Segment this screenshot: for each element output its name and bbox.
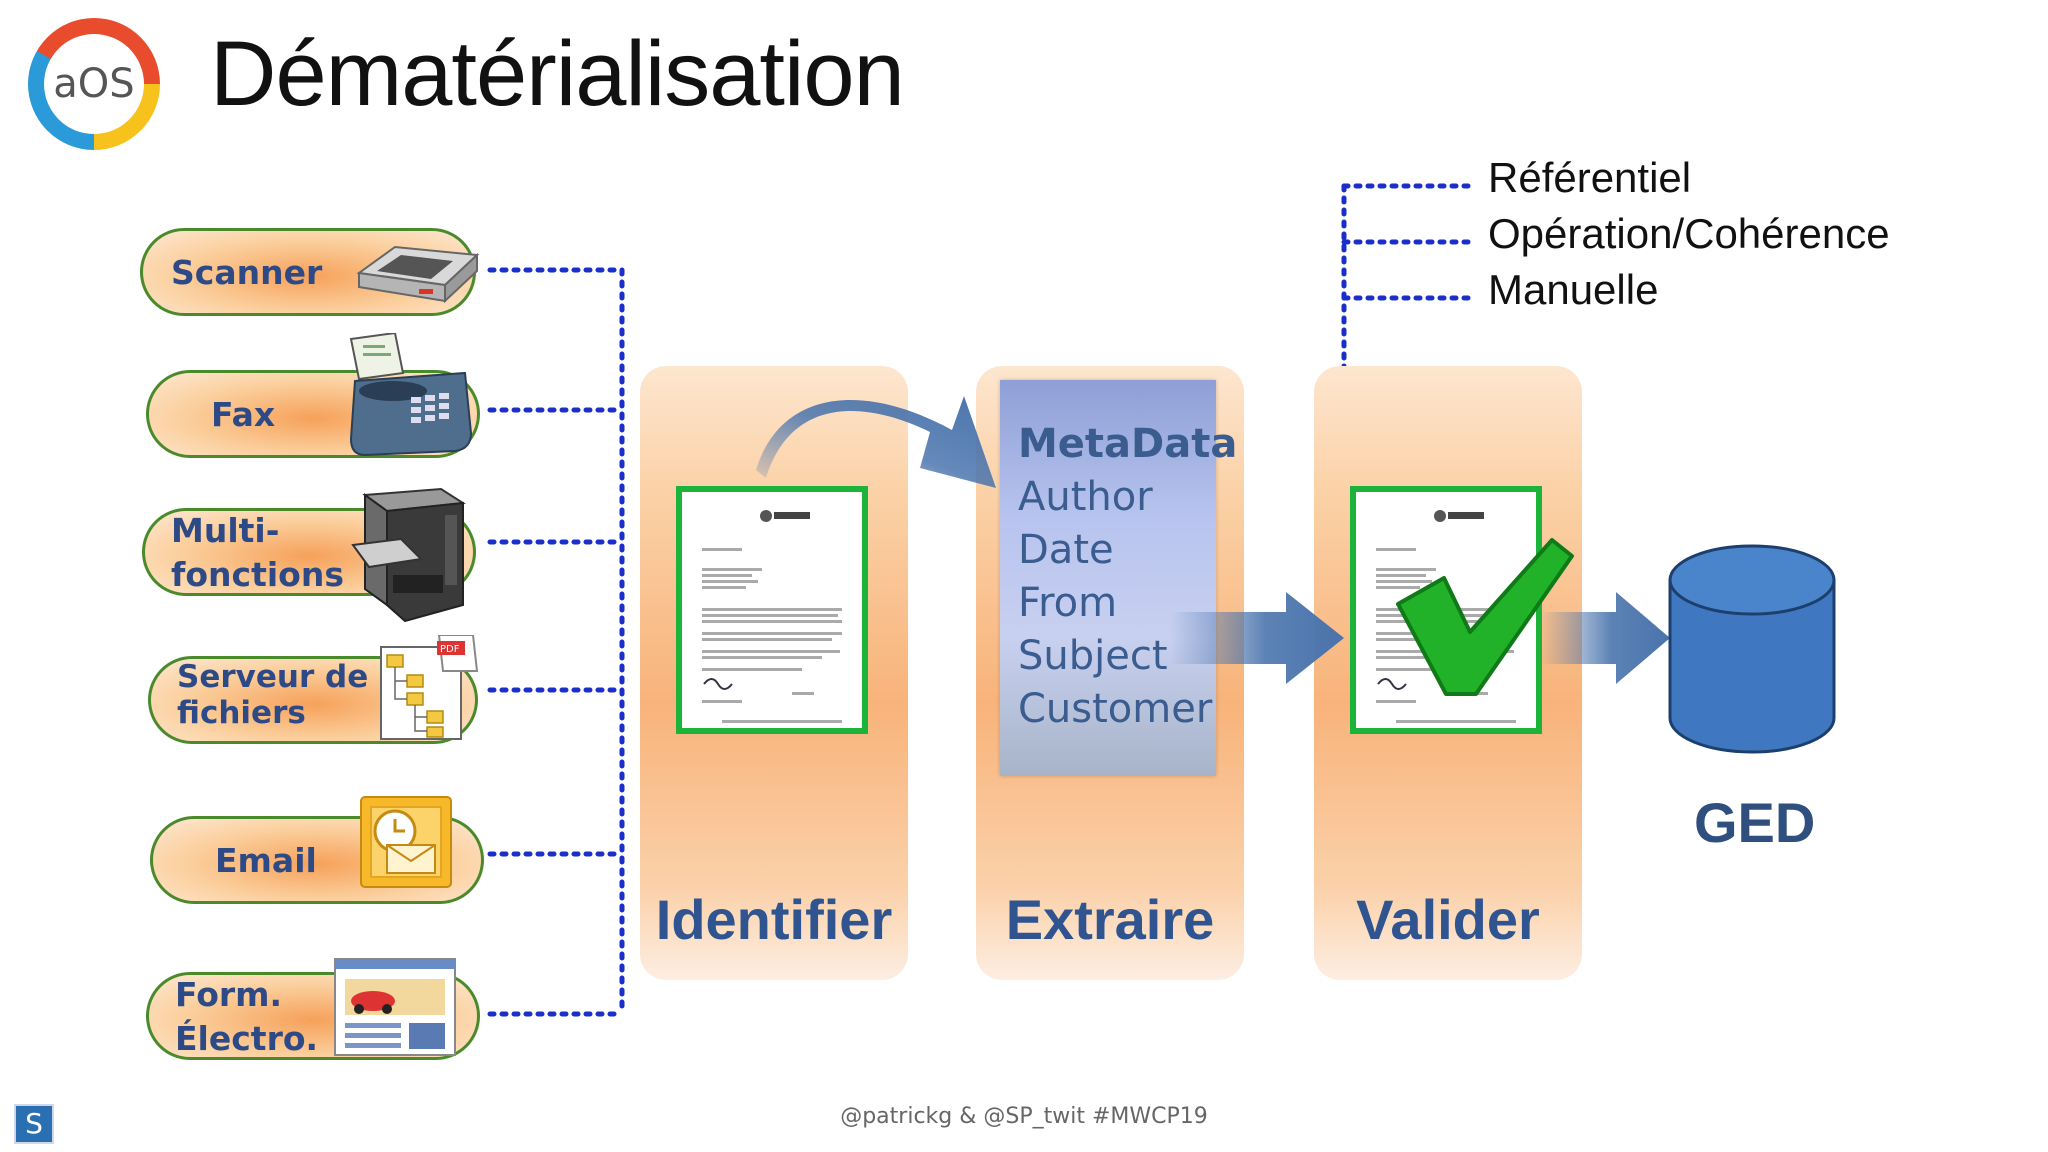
metadata-field: Subject: [1018, 633, 1168, 679]
source-label: Email: [215, 841, 317, 880]
validation-item: Manuelle: [1488, 266, 1659, 313]
validation-item: Opération/Cohérence: [1488, 210, 1890, 257]
stage-label: Identifier: [655, 888, 893, 951]
metadata-field: Author: [1018, 474, 1153, 520]
metadata-field: Customer: [1018, 686, 1213, 732]
database-icon: [1668, 544, 1836, 754]
arrow-to-ged: [1540, 592, 1670, 684]
curved-arrow: [756, 396, 996, 488]
source-label: Fax: [211, 395, 276, 434]
validation-item: Référentiel: [1488, 154, 1692, 201]
fax-icon: [349, 333, 473, 457]
metadata-field: From: [1018, 580, 1118, 626]
aos-logo: aOS: [28, 18, 160, 150]
source-form-electro: Form. Électro.: [146, 958, 480, 1060]
multifunction-printer-icon: [351, 487, 466, 623]
source-label: Scanner: [171, 253, 323, 292]
source-scanner: Scanner: [140, 228, 480, 316]
source-label: Serveur de fichiers: [177, 659, 369, 731]
presenter-s-icon: S: [14, 1104, 54, 1144]
email-icon: [360, 796, 452, 888]
page-title: Dématérialisation: [210, 23, 905, 125]
source-label: Multi- fonctions: [171, 511, 344, 594]
checkmark-icon: [1396, 538, 1574, 696]
ged-label: GED: [1694, 791, 1816, 854]
file-tree-icon: PDF: [380, 635, 479, 740]
pdf-badge-glyph: PDF: [440, 644, 460, 655]
metadata-panel: MetaData Author Date From Subject Custom…: [1000, 380, 1237, 776]
arrow-to-valider: [1170, 592, 1344, 684]
metadata-field: Date: [1018, 527, 1114, 573]
logo-text: aOS: [53, 61, 135, 107]
source-email: Email: [150, 796, 484, 904]
footer-credits: @patrickg & @SP_twit #MWCP19: [840, 1104, 1208, 1129]
source-label: Form. Électro.: [175, 975, 319, 1058]
stage-label: Extraire: [1005, 888, 1215, 951]
metadata-heading: MetaData: [1018, 421, 1238, 467]
letter-lines: [702, 510, 842, 723]
source-fax: Fax: [146, 333, 480, 458]
source-serveur: Serveur de fichiers PDF: [148, 635, 479, 744]
document-thumbnail-identify: [676, 486, 868, 734]
stage-label: Valider: [1356, 888, 1540, 951]
scanner-icon: [356, 245, 480, 304]
source-multifonctions: Multi- fonctions: [142, 487, 476, 623]
web-form-icon: [334, 958, 456, 1056]
